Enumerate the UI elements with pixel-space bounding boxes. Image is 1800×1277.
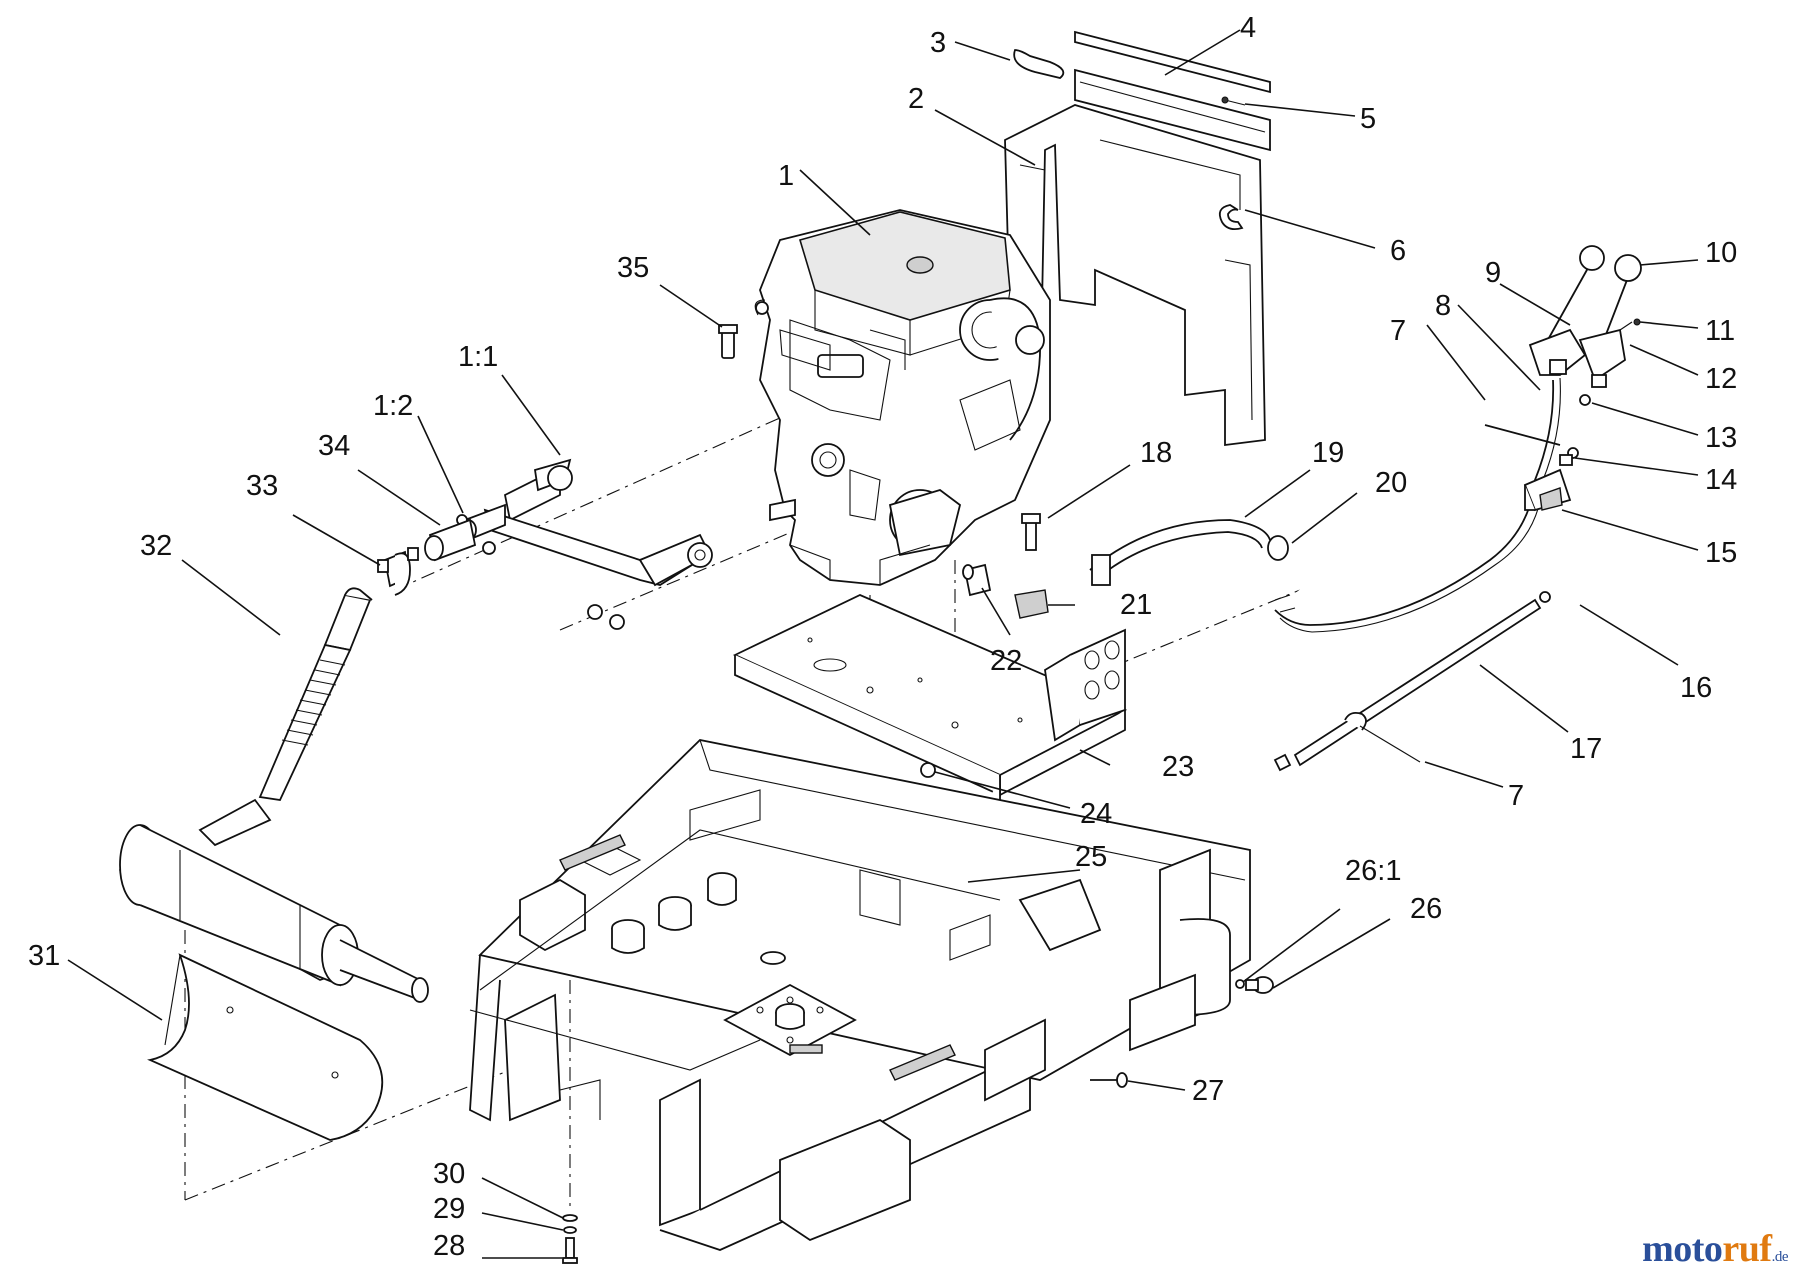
transmission-pulleys (611, 872, 786, 965)
leader-lines (67, 29, 1699, 1259)
callout-32: 32 (140, 530, 172, 562)
callout-9: 9 (1485, 257, 1501, 289)
nuts-exhaust (587, 604, 625, 630)
nut-24 (920, 762, 936, 778)
watermark-brand-accent: ruf (1722, 1228, 1772, 1270)
callout-6: 6 (1390, 235, 1406, 267)
shroud-seal-strip (1074, 30, 1271, 152)
bolt-18 (1021, 513, 1041, 551)
callout-13: 13 (1705, 422, 1737, 454)
watermark-brand-suffix: .de (1771, 1249, 1789, 1265)
hose-clamp-20 (1267, 535, 1289, 561)
screw-14 (1559, 454, 1573, 466)
callout-18: 18 (1140, 437, 1172, 469)
main-frame (469, 739, 1251, 1251)
callout-25: 25 (1075, 841, 1107, 873)
control-rod-17 (1293, 591, 1551, 767)
clip-6 (1218, 204, 1244, 231)
callout-22: 22 (990, 645, 1022, 677)
control-cables (1274, 377, 1579, 633)
exhaust-pipe-34 (424, 518, 477, 562)
watermark-brand-main: moto (1642, 1228, 1723, 1270)
engine (754, 209, 1051, 586)
callout-28: 28 (433, 1230, 465, 1262)
callout-10: 10 (1705, 237, 1737, 269)
fastener-stack (562, 1214, 578, 1264)
center-mounting-plate (723, 983, 857, 1057)
muffler-heat-shield (147, 953, 384, 1141)
callout-11: 11 (1705, 315, 1735, 347)
callout-33: 33 (246, 470, 278, 502)
callout-26-1: 26:1 (1345, 855, 1401, 887)
callout-1-1: 1:1 (458, 341, 498, 373)
callout-21: 21 (1120, 589, 1152, 621)
tailpipe (198, 587, 373, 847)
screw (1221, 96, 1246, 106)
callout-17: 17 (1570, 733, 1602, 765)
throttle-choke-assembly (1528, 245, 1642, 406)
callout-27: 27 (1192, 1075, 1224, 1107)
bolt-27 (1090, 1072, 1128, 1088)
callout-3: 3 (930, 27, 946, 59)
fuel-filter-21 (1014, 589, 1049, 619)
bolt-26 (1235, 976, 1274, 994)
callout-labels: 1 2 3 4 5 6 7 7 8 9 10 11 12 13 14 15 16… (28, 12, 1737, 1262)
callout-15: 15 (1705, 537, 1737, 569)
callout-1: 1 (778, 160, 794, 192)
callout-14: 14 (1705, 464, 1737, 496)
callout-31: 31 (28, 940, 60, 972)
mounting-bracket-15 (1523, 468, 1572, 512)
callout-35: 35 (617, 252, 649, 284)
callout-16: 16 (1680, 672, 1712, 704)
engine-mount-plate (732, 594, 1128, 811)
clip-3 (1013, 49, 1065, 79)
callout-4: 4 (1240, 12, 1256, 44)
callout-20: 20 (1375, 467, 1407, 499)
callout-34: 34 (318, 430, 350, 462)
callout-29: 29 (433, 1193, 465, 1225)
callout-8: 8 (1435, 290, 1451, 322)
watermark-logo: motoruf.de (1642, 1227, 1788, 1271)
callout-24: 24 (1080, 798, 1112, 830)
callout-19: 19 (1312, 437, 1344, 469)
callout-30: 30 (433, 1158, 465, 1190)
callout-2: 2 (908, 83, 924, 115)
exhaust-clamp-33 (377, 547, 419, 596)
callout-5: 5 (1360, 103, 1376, 135)
callout-1-2: 1:2 (373, 390, 413, 422)
callout-26: 26 (1410, 893, 1442, 925)
fitting-22 (962, 563, 992, 597)
exhaust-manifold (483, 458, 713, 587)
muffler (119, 824, 429, 1003)
tailpipe-corrugation (281, 659, 346, 746)
callout-7-lower: 7 (1508, 780, 1524, 812)
callout-7-upper: 7 (1390, 315, 1406, 347)
fuel-line (1089, 519, 1271, 586)
bolt-35 (718, 324, 738, 359)
callout-12: 12 (1705, 363, 1737, 395)
callout-23: 23 (1162, 751, 1194, 783)
frame-decals (559, 834, 956, 1081)
nut-16 (1273, 753, 1292, 772)
